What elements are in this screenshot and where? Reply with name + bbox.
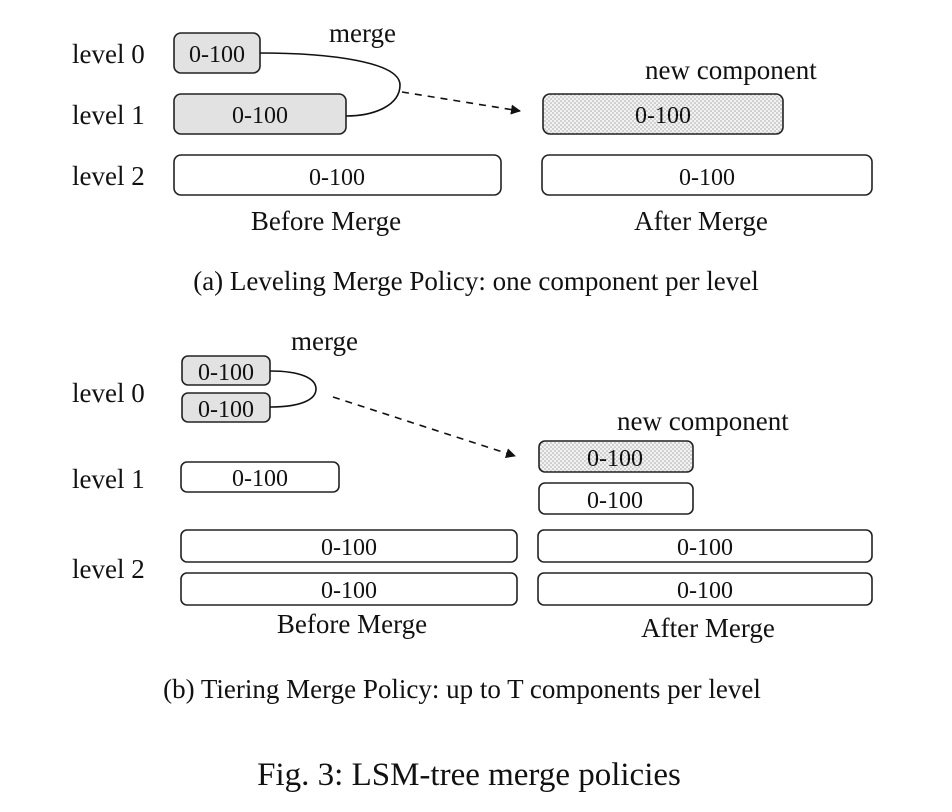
panel-b-after-level-1-new-component — [538, 440, 694, 473]
panel-b-caption: (b) Tiering Merge Policy: up to T compon… — [163, 674, 761, 704]
panel-a-before-merge-label: Before Merge — [251, 206, 401, 236]
panel-a-before-level-2-component — [173, 154, 502, 196]
panel-a-after-merge-label: After Merge — [634, 206, 768, 236]
figure-caption: Fig. 3: LSM-tree merge policies — [257, 757, 681, 793]
panel-a-before-level-1-component — [173, 93, 347, 135]
panel-a-caption: (a) Leveling Merge Policy: one component… — [193, 266, 759, 296]
panel-b-before-level-0-range-1: 0-100 — [198, 360, 254, 386]
panel-b-after-level-2-range-1: 0-100 — [677, 535, 733, 561]
panel-a-after-level-2-range: 0-100 — [679, 165, 735, 191]
panel-b-level-2-label: level 2 — [72, 554, 145, 584]
panel-a-after-level-2-component — [541, 154, 873, 196]
panel-b-after-level-1-range: 0-100 — [587, 488, 643, 514]
panel-b-before-level-2-range-1: 0-100 — [321, 535, 377, 561]
panel-b-before-merge-label: Before Merge — [277, 609, 427, 639]
panel-a-leveling: level 0 level 1 level 2 merge 0-100 0-10… — [72, 18, 873, 296]
panel-b-after-level-1-component — [538, 482, 694, 515]
panel-b-after-level-1-new-range: 0-100 — [587, 446, 643, 472]
panel-a-new-component-label: new component — [645, 55, 817, 85]
panel-b-tiering: level 0 level 1 level 2 merge 0-100 0-10… — [72, 326, 873, 704]
panel-b-level-0-label: level 0 — [72, 378, 145, 408]
panel-b-before-level-2-component-1 — [180, 529, 518, 563]
panel-b-merge-arrow — [332, 396, 516, 458]
panel-a-level-1-label: level 1 — [72, 100, 145, 130]
panel-b-after-level-2-component-1 — [537, 529, 873, 563]
panel-b-before-level-2-component-2 — [180, 572, 518, 606]
panel-b-after-level-2-range-2: 0-100 — [677, 578, 733, 604]
panel-b-level-1-label: level 1 — [72, 464, 145, 494]
panel-a-before-level-2-range: 0-100 — [309, 165, 365, 191]
panel-a-after-level-1-range: 0-100 — [635, 103, 691, 129]
panel-b-before-level-0-range-2: 0-100 — [198, 397, 254, 423]
panel-a-level-0-label: level 0 — [72, 39, 145, 69]
panel-b-before-level-2-range-2: 0-100 — [321, 578, 377, 604]
panel-a-merge-arrow — [401, 91, 521, 115]
panel-b-after-level-2-component-2 — [537, 572, 873, 606]
panel-a-level-2-label: level 2 — [72, 161, 145, 191]
panel-b-after-merge-label: After Merge — [641, 613, 775, 643]
panel-a-merge-label: merge — [329, 18, 396, 48]
panel-a-after-level-1-new-component — [542, 93, 784, 135]
panel-a-before-level-0-range: 0-100 — [189, 42, 245, 68]
panel-b-new-component-label: new component — [617, 406, 789, 436]
panel-a-before-level-1-range: 0-100 — [232, 103, 288, 129]
panel-b-before-level-1-range: 0-100 — [232, 466, 288, 492]
panel-b-merge-connector — [269, 370, 317, 408]
panel-a-merge-connector — [259, 52, 401, 117]
panel-b-merge-label: merge — [291, 326, 358, 356]
panel-b-before-level-1-component — [180, 461, 340, 493]
